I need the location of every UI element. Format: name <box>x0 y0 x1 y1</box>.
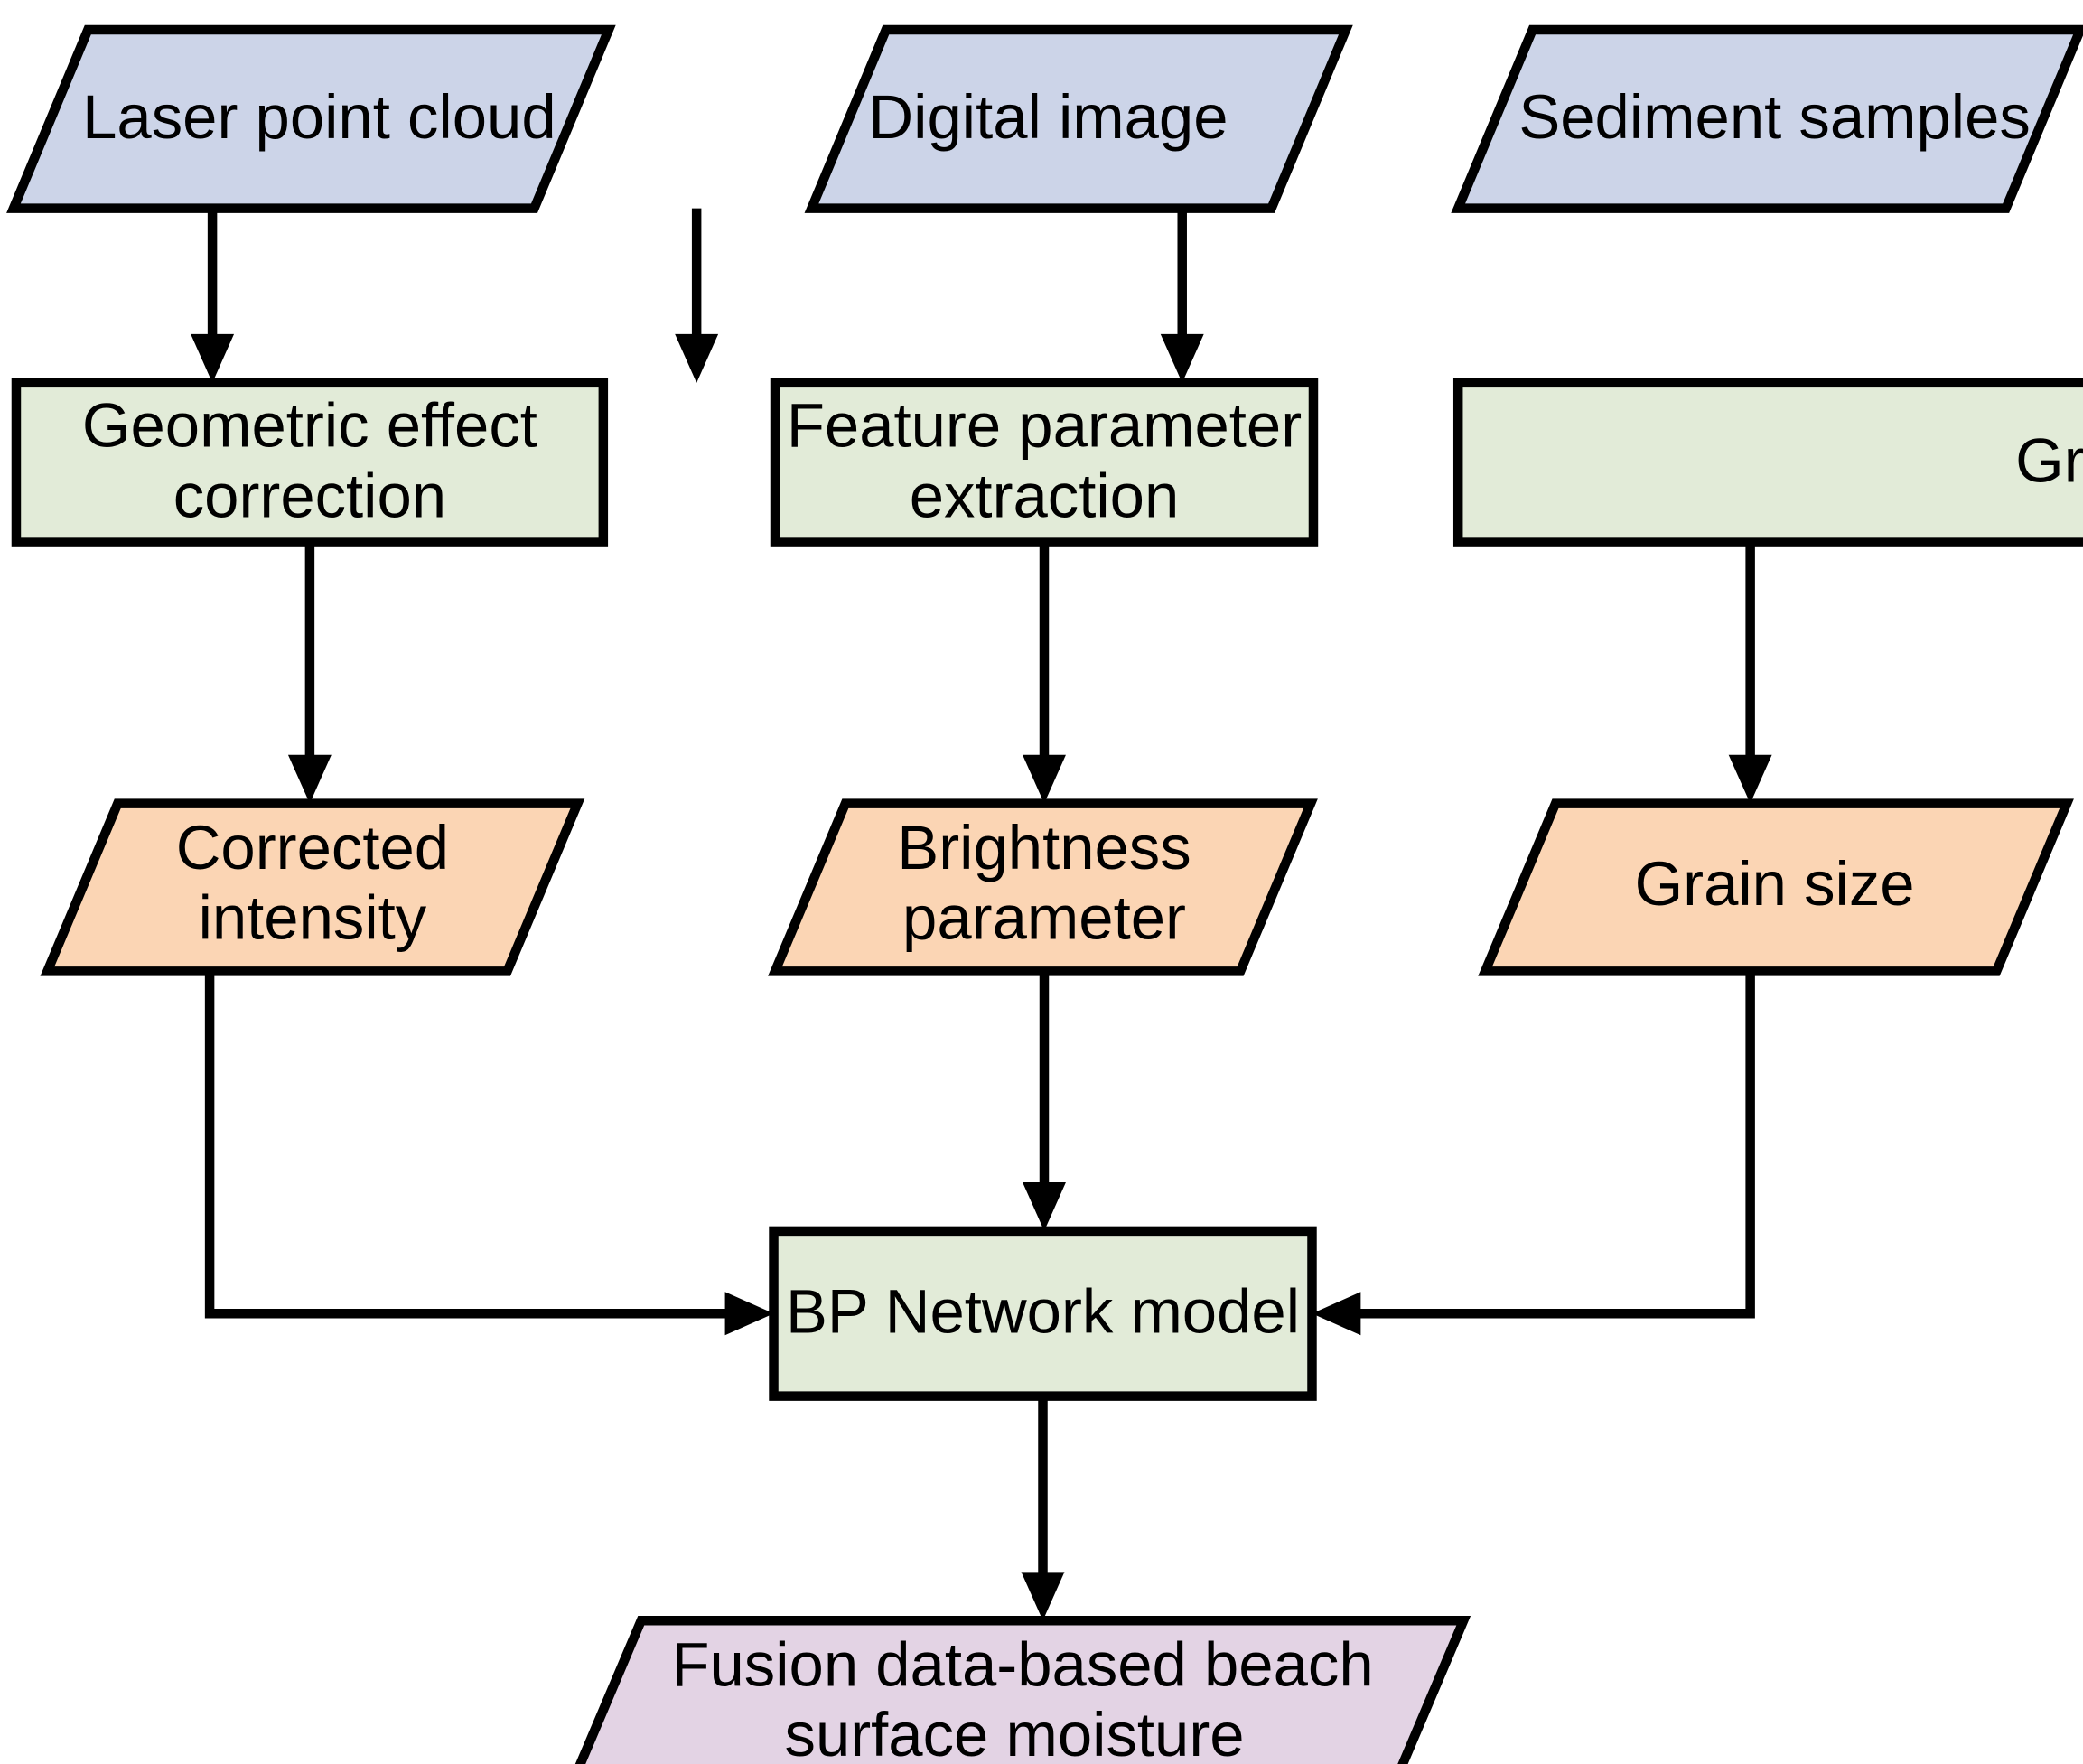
feature-parameter-extraction-label-line2: extraction <box>910 461 1180 530</box>
node-brightness-parameter[interactable]: Brightness parameter <box>768 798 1318 976</box>
node-grain-size[interactable]: Grain size <box>1478 798 2074 976</box>
sediment-samples-shape[interactable] <box>1451 24 2083 213</box>
node-fusion-output[interactable]: Fusion data-based beach surface moisture <box>574 1616 1471 1764</box>
edge-corrected-to-bp <box>204 971 774 1336</box>
geometric-effect-correction-label-line2: correction <box>173 461 446 530</box>
laser-point-cloud-shape[interactable] <box>6 24 616 213</box>
corrected-intensity-label-line2: intensity <box>199 883 427 953</box>
grain-size-analysis-label: Grain size analysis <box>2015 425 2083 495</box>
bp-network-model-label: BP Network model <box>786 1276 1300 1346</box>
fusion-output-label-line2: surface moisture <box>785 1700 1245 1764</box>
edge-geometric-to-corrected <box>287 542 332 804</box>
sediment-samples-label: Sediment samples <box>1518 82 2031 152</box>
laser-point-cloud-label: Laser point cloud <box>82 82 556 152</box>
node-feature-parameter-extraction[interactable]: Feature parameter extraction <box>770 378 1319 547</box>
brightness-parameter-label-line1: Brightness <box>897 813 1191 882</box>
corrected-intensity-label-line1: Corrected <box>176 813 449 882</box>
node-geometric-effect-correction[interactable]: Geometric effect correction <box>11 378 609 547</box>
node-laser-point-cloud[interactable]: Laser point cloud <box>6 24 616 213</box>
feature-parameter-extraction-shape[interactable] <box>770 378 1319 547</box>
brightness-parameter-shape[interactable] <box>768 798 1318 976</box>
edge-sediment-to-grain-analysis <box>1160 208 1204 383</box>
node-digital-image[interactable]: Digital image <box>804 24 1353 213</box>
brightness-parameter-label-line2: parameter <box>902 883 1186 953</box>
edge-laser-to-geometric <box>191 208 235 383</box>
digital-image-label: Digital image <box>868 82 1228 152</box>
edge-layer <box>191 208 1772 1621</box>
grain-size-label: Grain size <box>1635 849 1915 919</box>
digital-image-shape[interactable] <box>804 24 1353 213</box>
node-layer: Laser point cloud Digital image Sediment… <box>6 24 2083 1764</box>
geometric-effect-correction-label-line1: Geometric effect <box>82 390 537 460</box>
edge-brightness-to-bp <box>1023 971 1066 1231</box>
node-grain-size-analysis[interactable]: Grain size analysis <box>1452 378 2083 547</box>
node-bp-network-model[interactable]: BP Network model <box>769 1226 1317 1401</box>
node-sediment-samples[interactable]: Sediment samples <box>1451 24 2083 213</box>
geometric-effect-correction-shape[interactable] <box>11 378 609 547</box>
edge-bp-to-fusion <box>1021 1395 1065 1621</box>
fusion-output-label-line1: Fusion data-based beach <box>671 1629 1373 1699</box>
edge-digital-to-feature <box>675 208 719 383</box>
edge-grain-size-to-bp <box>1312 971 1755 1336</box>
grain-size-analysis-shape[interactable] <box>1452 378 2083 547</box>
corrected-intensity-shape[interactable] <box>40 798 585 976</box>
edge-grain-analysis-to-grain-size <box>1728 542 1772 804</box>
fusion-output-shape[interactable] <box>574 1616 1471 1764</box>
edge-feature-to-brightness <box>1023 542 1066 804</box>
feature-parameter-extraction-label-line1: Feature parameter <box>787 390 1302 460</box>
bp-network-model-shape[interactable] <box>769 1226 1317 1401</box>
grain-size-shape[interactable] <box>1478 798 2074 976</box>
node-corrected-intensity[interactable]: Corrected intensity <box>40 798 585 976</box>
